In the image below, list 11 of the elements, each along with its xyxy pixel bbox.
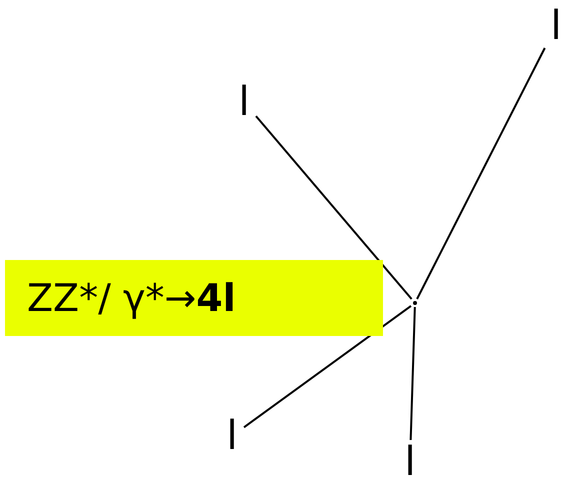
- track-line: [410, 306, 416, 440]
- lepton-label: l: [546, 6, 566, 46]
- track-line: [243, 305, 412, 428]
- lepton-label: l: [234, 82, 254, 122]
- vertex-dot: [413, 301, 417, 305]
- track-line: [416, 48, 546, 300]
- lepton-label: l: [222, 416, 242, 456]
- lepton-label: l: [400, 442, 420, 482]
- process-label-box: [5, 260, 383, 336]
- track-line: [255, 115, 412, 300]
- process-label: ZZ*/ γ*→4l: [27, 276, 236, 320]
